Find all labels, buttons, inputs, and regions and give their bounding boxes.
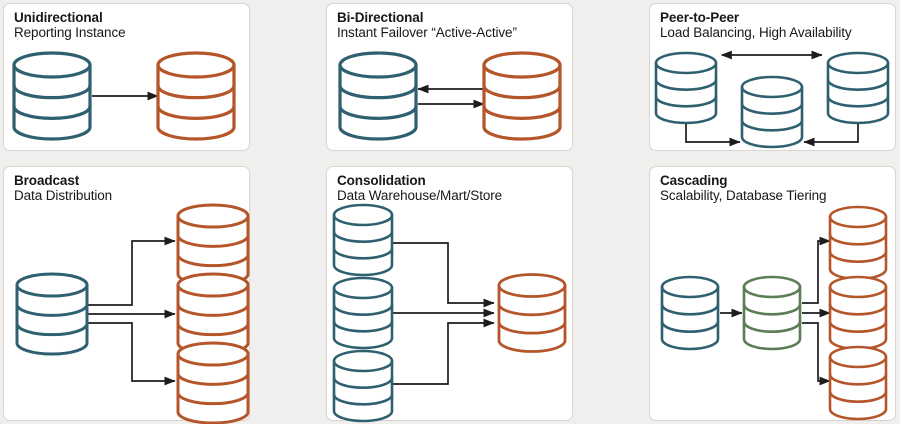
tier1-database-icon <box>660 275 720 351</box>
target-database-icon <box>497 273 567 353</box>
arrow-tier2-to-tier3-1 <box>802 236 831 304</box>
panel-subtitle: Data Warehouse/Mart/Store <box>337 188 503 204</box>
tier3-database-1-icon <box>828 205 888 281</box>
graph-bi-directional <box>338 51 562 141</box>
panel-subtitle: Scalability, Database Tiering <box>660 188 827 204</box>
panel-title: Unidirectional <box>14 10 103 25</box>
panel-title: Bi-Directional <box>337 10 424 25</box>
panel-title: Broadcast <box>14 173 80 188</box>
right-database-icon <box>482 51 562 141</box>
arrow-source-to-target-3 <box>87 322 176 386</box>
source-database-2-icon <box>332 276 394 350</box>
panel-title: Cascading <box>660 173 728 188</box>
graph-unidirectional <box>12 51 236 141</box>
left-database-icon <box>338 51 418 141</box>
tier2-database-icon <box>742 275 802 351</box>
graph-consolidation <box>332 203 567 423</box>
peer-database-center-icon <box>740 75 804 149</box>
panel-title: Peer-to-Peer <box>660 10 740 25</box>
source-database-1-icon <box>332 203 394 277</box>
panel-subtitle: Reporting Instance <box>14 25 126 41</box>
graph-peer-to-peer <box>654 50 890 149</box>
source-database-icon <box>15 272 89 356</box>
panel-title: Consolidation <box>337 173 426 188</box>
target-database-2-icon <box>176 272 250 356</box>
panel-subtitle: Instant Failover “Active-Active” <box>337 25 517 41</box>
arrow-source-1-to-target <box>393 242 495 308</box>
source-database-icon <box>12 51 92 141</box>
target-database-1-icon <box>176 203 250 287</box>
arrow-tier2-to-tier3-3 <box>802 322 831 386</box>
tier3-database-3-icon <box>828 345 888 421</box>
panel-subtitle: Data Distribution <box>14 188 113 204</box>
graph-cascading <box>660 205 888 421</box>
tier3-database-2-icon <box>828 275 888 351</box>
arrow-source-to-target-1 <box>87 236 176 306</box>
graph-broadcast <box>15 203 250 424</box>
peer-database-right-icon <box>826 51 890 125</box>
arrow-source-3-to-target <box>393 318 495 385</box>
target-database-icon <box>156 51 236 141</box>
target-database-3-icon <box>176 341 250 424</box>
source-database-3-icon <box>332 349 394 423</box>
peer-database-left-icon <box>654 51 718 125</box>
panel-subtitle: Load Balancing, High Availability <box>660 25 852 41</box>
